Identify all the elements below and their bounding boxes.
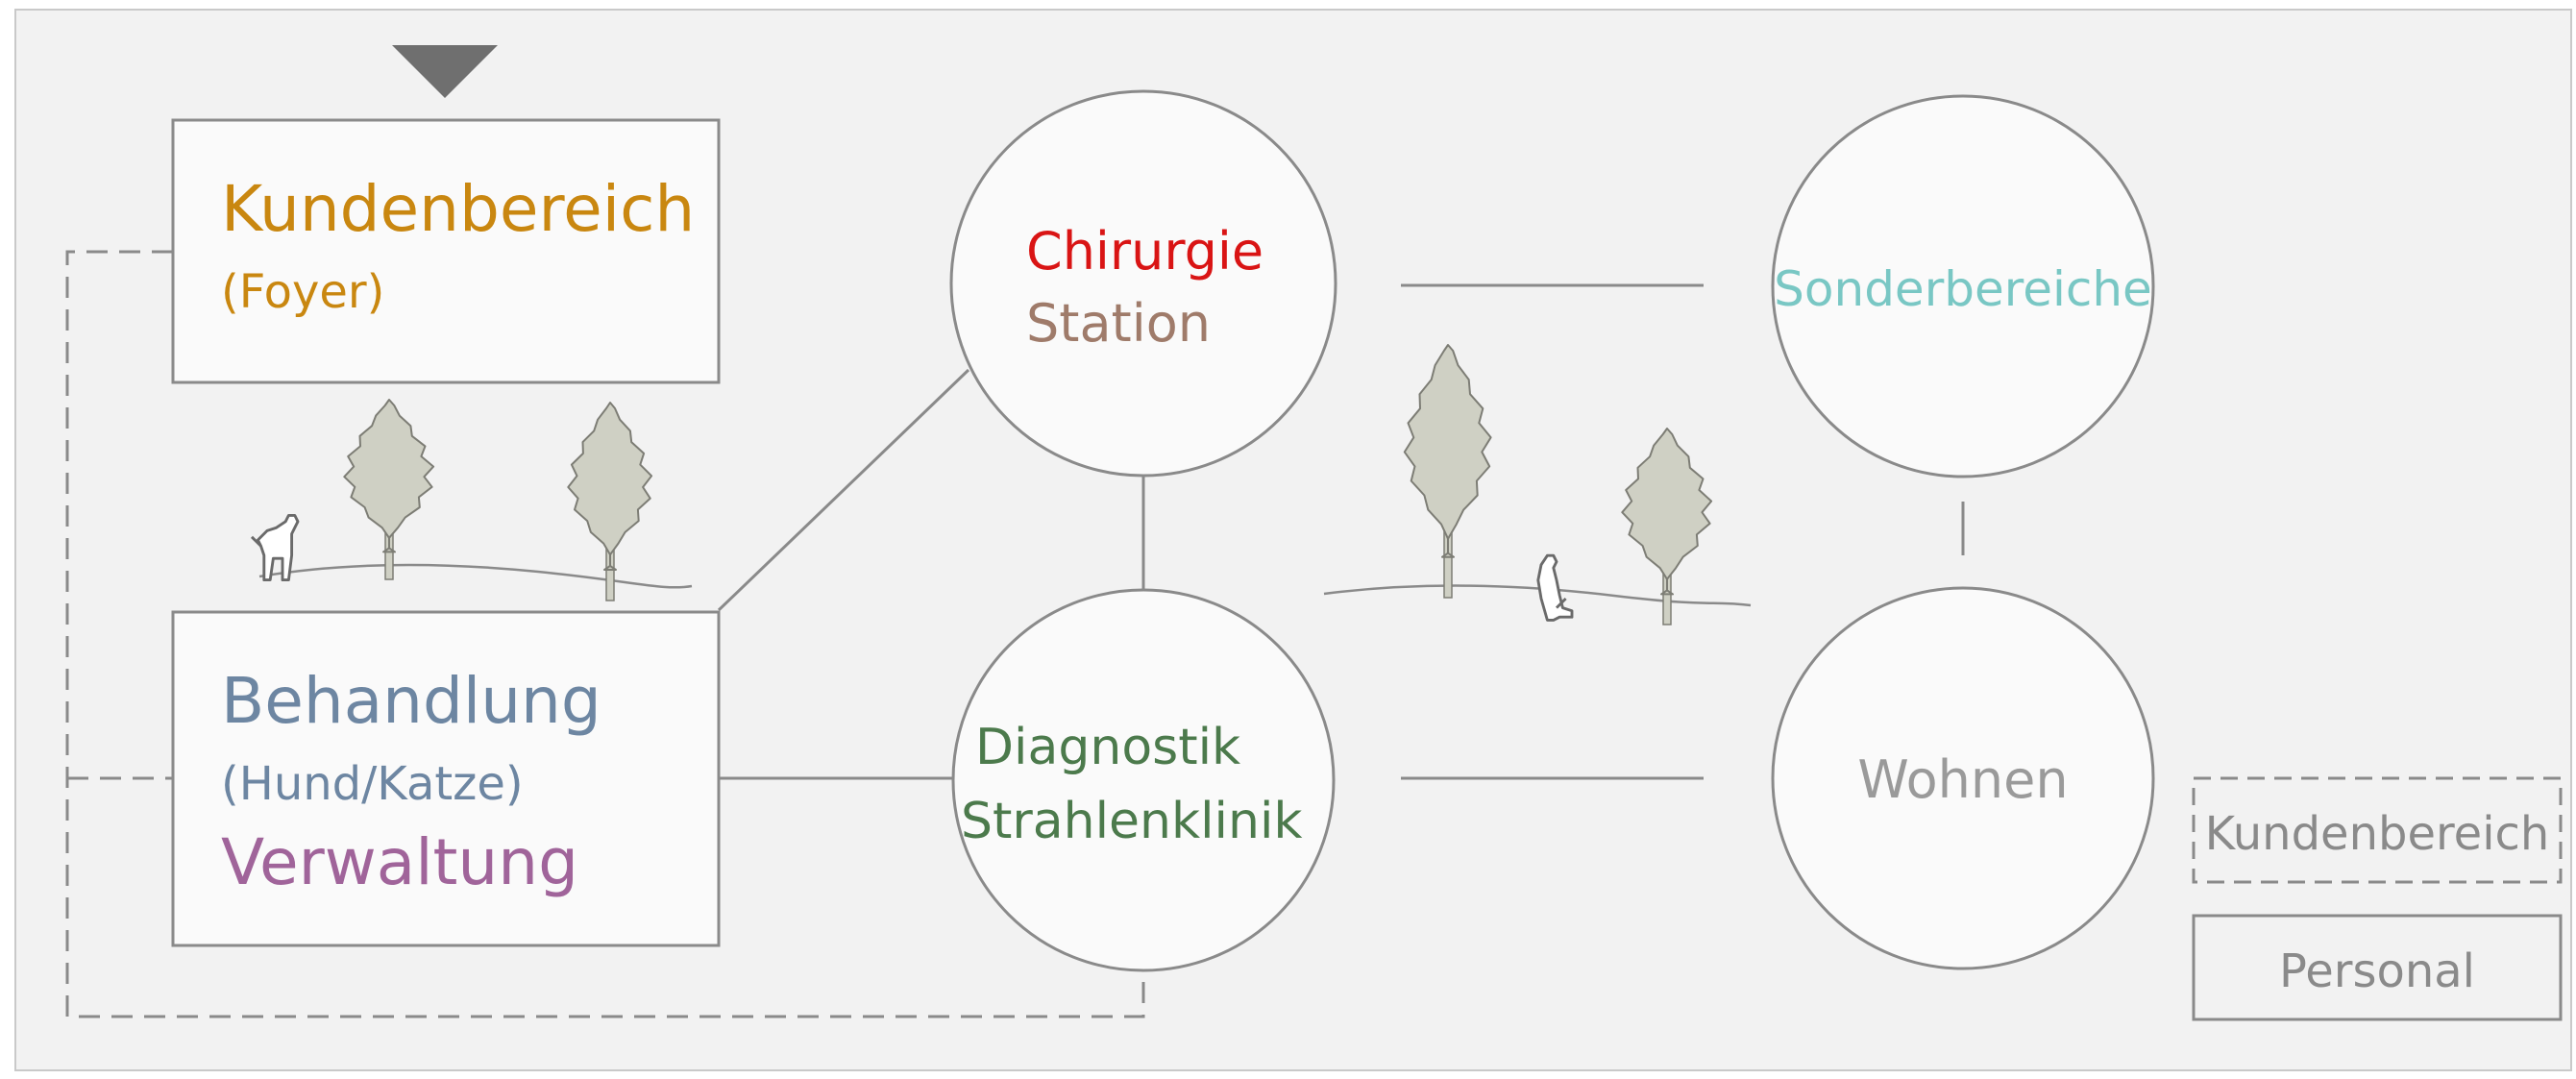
- kundenbereich-subtitle: (Foyer): [221, 265, 384, 319]
- wohnen-circle: Wohnen: [1771, 586, 2155, 970]
- customer-path-dashed: [65, 250, 1145, 1018]
- wohnen-label: Wohnen: [1857, 749, 2068, 810]
- strahlenklinik-label: Strahlenklinik: [961, 793, 1303, 850]
- diagnostik-label: Diagnostik: [975, 719, 1240, 776]
- trees: [343, 344, 1713, 625]
- legend-solid-box: [2192, 914, 2563, 1021]
- customer-path-outer: [65, 250, 1145, 1018]
- ground-line-left: [258, 563, 693, 589]
- chirurgie-circle: Chirurgie Station: [949, 89, 1337, 478]
- dog-icon: [250, 513, 300, 582]
- behandlung-box-frame: [171, 610, 721, 947]
- legend: Kundenbereich Personal: [2192, 776, 2563, 1021]
- legend-dashed-box: [2192, 776, 2563, 884]
- tree-icon: [1403, 344, 1492, 599]
- kundenbereich-box: Kundenbereich (Foyer): [171, 118, 721, 384]
- behandlung-box: Behandlung (Hund/Katze) Verwaltung: [171, 610, 721, 947]
- kundenbereich-box-frame: [171, 118, 721, 384]
- staff-connections: [717, 283, 1965, 780]
- verwaltung-label: Verwaltung: [221, 825, 578, 899]
- sonderbereiche-circle-shape: [1771, 94, 2155, 478]
- dog-icon: [1536, 553, 1574, 622]
- station-label: Station: [1026, 293, 1211, 354]
- ground-line-right: [1323, 584, 1752, 607]
- sonderbereiche-circle: Sonderbereiche: [1771, 94, 2155, 478]
- sonderbereiche-label: Sonderbereiche: [1774, 261, 2152, 317]
- legend-dashed-label: Kundenbereich: [2205, 807, 2550, 861]
- chirurgie-label: Chirurgie: [1026, 221, 1263, 282]
- triangle-down-icon: [392, 45, 498, 98]
- diagnostik-circle: Diagnostik Strahlenklinik: [951, 588, 1336, 972]
- connector-behandlung-chirurgie: [717, 368, 970, 612]
- wohnen-circle-shape: [1771, 586, 2155, 970]
- behandlung-subtitle: (Hund/Katze): [221, 757, 524, 811]
- legend-solid-label: Personal: [2279, 944, 2475, 998]
- tree-icon: [343, 399, 435, 580]
- tree-icon: [567, 402, 653, 601]
- tree-icon: [1621, 428, 1713, 625]
- chirurgie-circle-shape: [949, 89, 1337, 478]
- behandlung-title: Behandlung: [221, 664, 601, 738]
- diagnostik-circle-shape: [951, 588, 1336, 972]
- kundenbereich-title: Kundenbereich: [221, 172, 695, 246]
